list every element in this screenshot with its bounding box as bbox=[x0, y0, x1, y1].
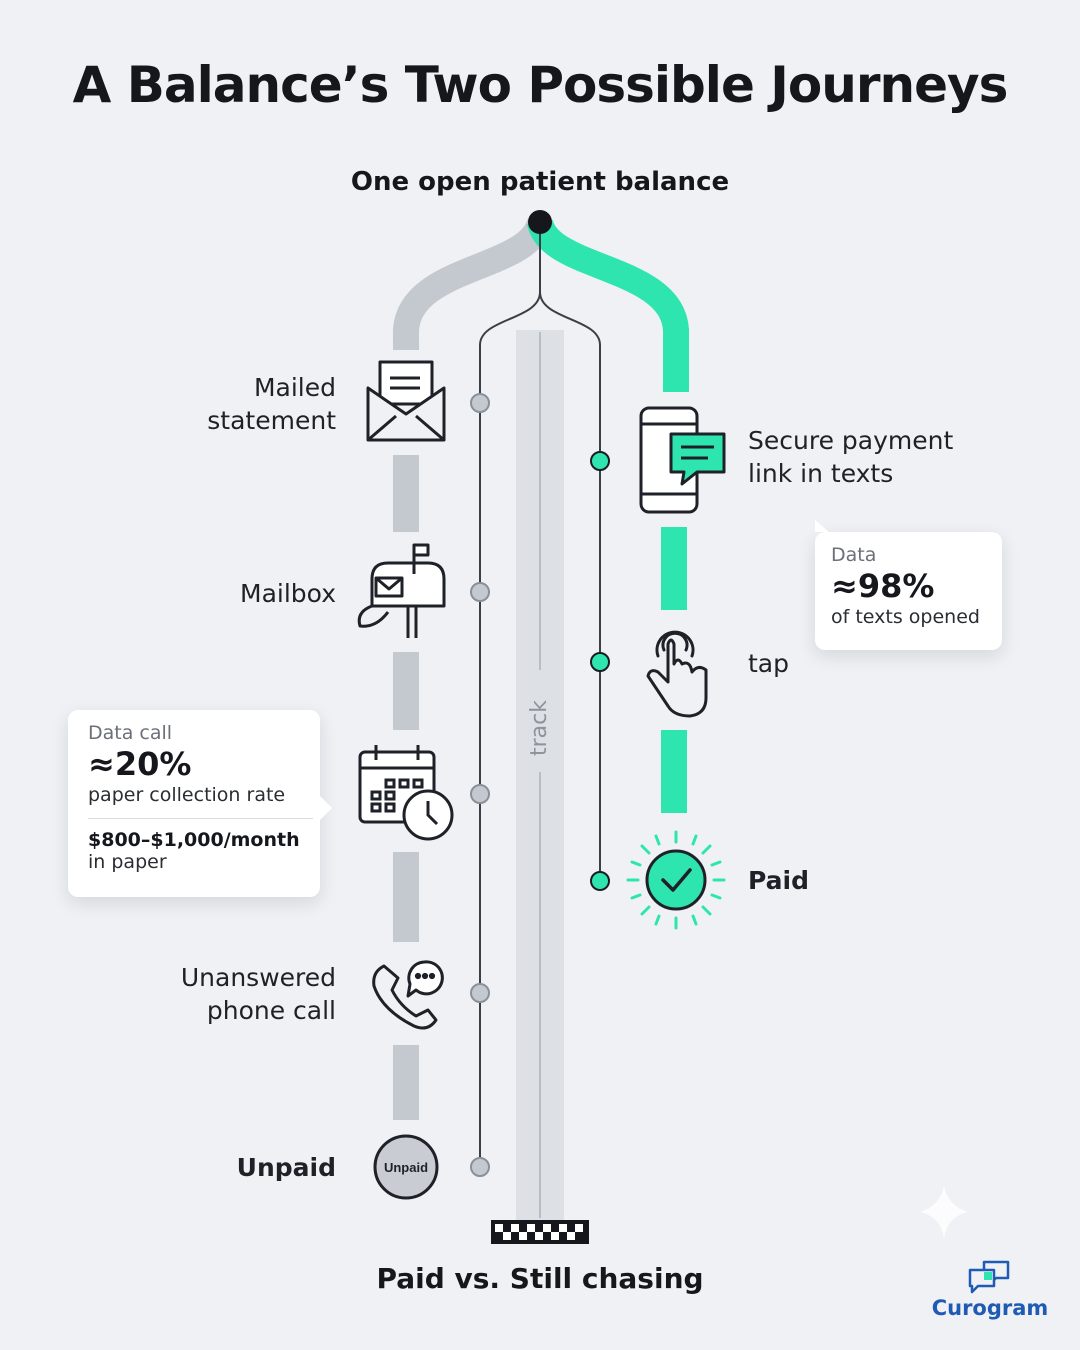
start-node bbox=[528, 210, 552, 234]
text-end-label: Paid bbox=[748, 866, 809, 895]
paper-card-cost-note: in paper bbox=[88, 851, 167, 873]
brand-name: Curogram bbox=[931, 1296, 1049, 1320]
paper-card-pointer bbox=[320, 796, 332, 820]
mailbox-icon bbox=[357, 543, 446, 638]
envelope-icon bbox=[366, 360, 446, 442]
paper-card-stat: ≈20% bbox=[88, 745, 192, 783]
finish-line-icon bbox=[491, 1220, 589, 1244]
paper-thin-track bbox=[479, 222, 541, 1167]
unpaid-badge-text: Unpaid bbox=[384, 1160, 428, 1175]
phone-chat-icon bbox=[372, 960, 444, 1030]
text-data-card: Data ≈98% of texts opened bbox=[815, 520, 1002, 650]
check-circle-icon bbox=[626, 830, 726, 930]
track-label: track bbox=[527, 700, 552, 756]
paper-route-curve bbox=[393, 217, 553, 350]
paper-step-mailed-statement: Mailed statement bbox=[207, 373, 336, 435]
text-route-curve bbox=[527, 218, 689, 392]
paper-nodes bbox=[470, 393, 490, 1177]
paper-card-caption: Data call bbox=[88, 722, 173, 744]
unpaid-badge: Unpaid bbox=[373, 1134, 439, 1200]
text-card-stat: ≈98% bbox=[831, 567, 935, 605]
start-label: One open patient balance bbox=[350, 167, 730, 197]
paper-end-label: Unpaid bbox=[236, 1153, 336, 1182]
curogram-logo-icon bbox=[968, 1260, 1010, 1294]
text-thin-track bbox=[539, 291, 601, 881]
tap-hand-icon bbox=[646, 630, 708, 718]
paper-card-divider bbox=[88, 818, 313, 819]
calendar-clock-icon bbox=[358, 745, 454, 841]
paper-card-cost: $800–$1,000/month bbox=[88, 829, 300, 851]
phone-message-icon bbox=[639, 406, 726, 514]
text-card-pointer bbox=[815, 520, 829, 532]
paper-data-card: Data call ≈20% paper collection rate $80… bbox=[68, 710, 332, 897]
sparkle-icon bbox=[920, 1186, 968, 1238]
footer-caption: Paid vs. Still chasing bbox=[376, 1262, 704, 1295]
text-nodes bbox=[590, 451, 610, 891]
text-card-caption: Data bbox=[831, 544, 877, 566]
page-title: A Balance’s Two Possible Journeys bbox=[72, 56, 1009, 114]
paper-step-phone-call: Unanswered phone call bbox=[180, 963, 336, 1025]
paper-step-mailbox: Mailbox bbox=[240, 579, 336, 608]
paper-card-stat-label: paper collection rate bbox=[88, 784, 286, 806]
text-step-tap: tap bbox=[748, 649, 789, 678]
text-step-payment-link: Secure payment link in texts bbox=[748, 426, 954, 488]
text-card-stat-label: of texts opened bbox=[831, 606, 980, 628]
